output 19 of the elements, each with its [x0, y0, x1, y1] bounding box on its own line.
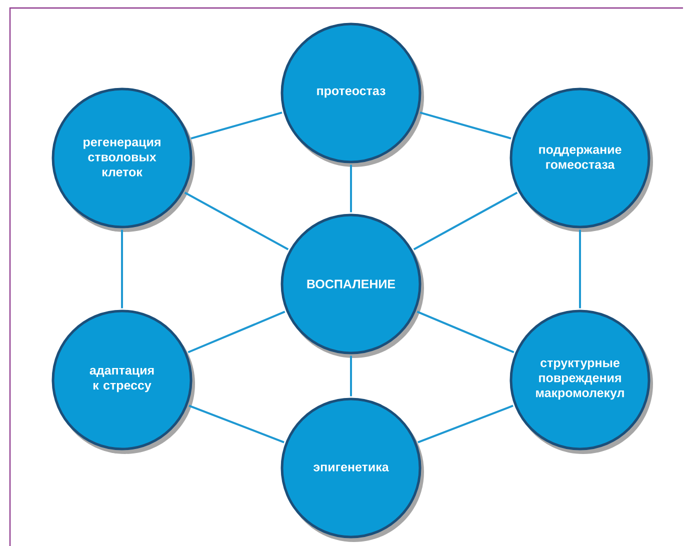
connector-line: [579, 230, 581, 308]
connector-line: [350, 164, 352, 212]
connector-line: [418, 404, 514, 444]
circle-node: ВОСПАЛЕНИЕ: [280, 214, 422, 354]
connector-line: [420, 112, 512, 140]
circle-node: регенерация стволовых клеток: [52, 88, 192, 228]
connector-line: [188, 310, 286, 354]
circle-node: поддержание гомеостаза: [510, 88, 650, 228]
connector-line: [121, 230, 123, 308]
circle-node: адаптация к стрессу: [52, 310, 192, 450]
connector-line: [413, 192, 518, 250]
connector-line: [350, 356, 352, 396]
circle-node: структурные повреждения макромолекул: [510, 310, 650, 450]
connector-line: [190, 112, 282, 140]
circle-node: эпигенетика: [280, 398, 422, 538]
connector-line: [184, 192, 289, 250]
connector-line: [188, 404, 284, 444]
circle-node: протеостаз: [280, 22, 422, 164]
connector-line: [416, 310, 514, 354]
